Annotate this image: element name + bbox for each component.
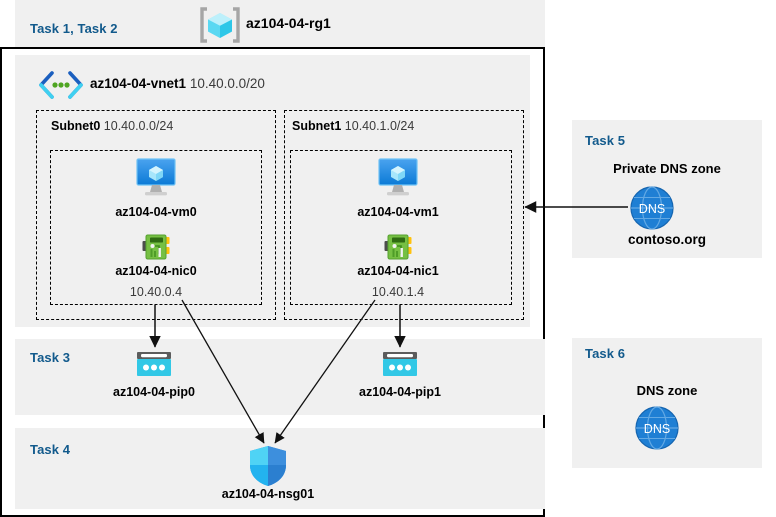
task-label-task6: Task 6 [585, 346, 626, 361]
vm0-label: az104-04-vm0 [115, 205, 197, 219]
virtual-machine-icon [136, 158, 176, 196]
vnet-title: az104-04-vnet1 10.40.0.0/20 [90, 76, 265, 91]
subnet1-inner-box [290, 150, 512, 305]
task5-panel [572, 120, 762, 258]
task-label-task3: Task 3 [30, 350, 71, 365]
nsg-label: az104-04-nsg01 [221, 487, 315, 501]
dns-globe-icon: DNS [630, 186, 674, 230]
subnet0-name: Subnet0 [51, 119, 101, 133]
nic1-ip: 10.40.1.4 [371, 285, 425, 299]
subnet0-inner-box [50, 150, 262, 305]
subnet1-box [284, 110, 524, 320]
nic1-label: az104-04-nic1 [357, 264, 439, 278]
svg-text:DNS: DNS [644, 422, 670, 436]
virtual-machine-icon [378, 158, 418, 196]
subnet1-title: Subnet1 10.40.1.0/24 [292, 119, 414, 133]
public-ip-address-icon [383, 352, 417, 376]
virtual-network-icon [39, 71, 83, 99]
pip1-label: az104-04-pip1 [359, 385, 441, 399]
public-ip-address-icon [137, 352, 171, 376]
subnet0-title: Subnet0 10.40.0.0/24 [51, 119, 173, 133]
subnet1-cidr: 10.40.1.0/24 [344, 119, 415, 133]
nic0-label: az104-04-nic0 [115, 264, 197, 278]
vnet-container [15, 55, 530, 327]
private-dns-zone-name: contoso.org [628, 232, 706, 247]
task3-panel [15, 339, 545, 415]
subnet1-name: Subnet1 [292, 119, 342, 133]
nic0-ip: 10.40.0.4 [129, 285, 183, 299]
subnet0-cidr: 10.40.0.0/24 [103, 119, 174, 133]
dns-globe-icon: DNS [635, 406, 679, 450]
vnet-name: az104-04-vnet1 [90, 76, 187, 91]
task-label-task5: Task 5 [585, 133, 626, 148]
network-security-group-shield-icon [250, 446, 286, 486]
subnet0-box [36, 110, 276, 320]
private-dns-zone-title: Private DNS zone [613, 161, 721, 176]
vnet-cidr: 10.40.0.0/20 [189, 76, 265, 91]
task-label-task4: Task 4 [30, 442, 71, 457]
resource-group-name: az104-04-rg1 [246, 15, 331, 31]
pip0-label: az104-04-pip0 [113, 385, 195, 399]
network-interface-icon [384, 234, 412, 260]
vm1-label: az104-04-vm1 [357, 205, 439, 219]
task-label-task1-task2: Task 1, Task 2 [30, 21, 118, 36]
resource-group-cube-icon [200, 7, 240, 43]
network-interface-icon [142, 234, 170, 260]
dns-zone-title: DNS zone [636, 383, 698, 398]
resource-group-header-band [15, 0, 545, 47]
svg-text:DNS: DNS [639, 202, 665, 216]
